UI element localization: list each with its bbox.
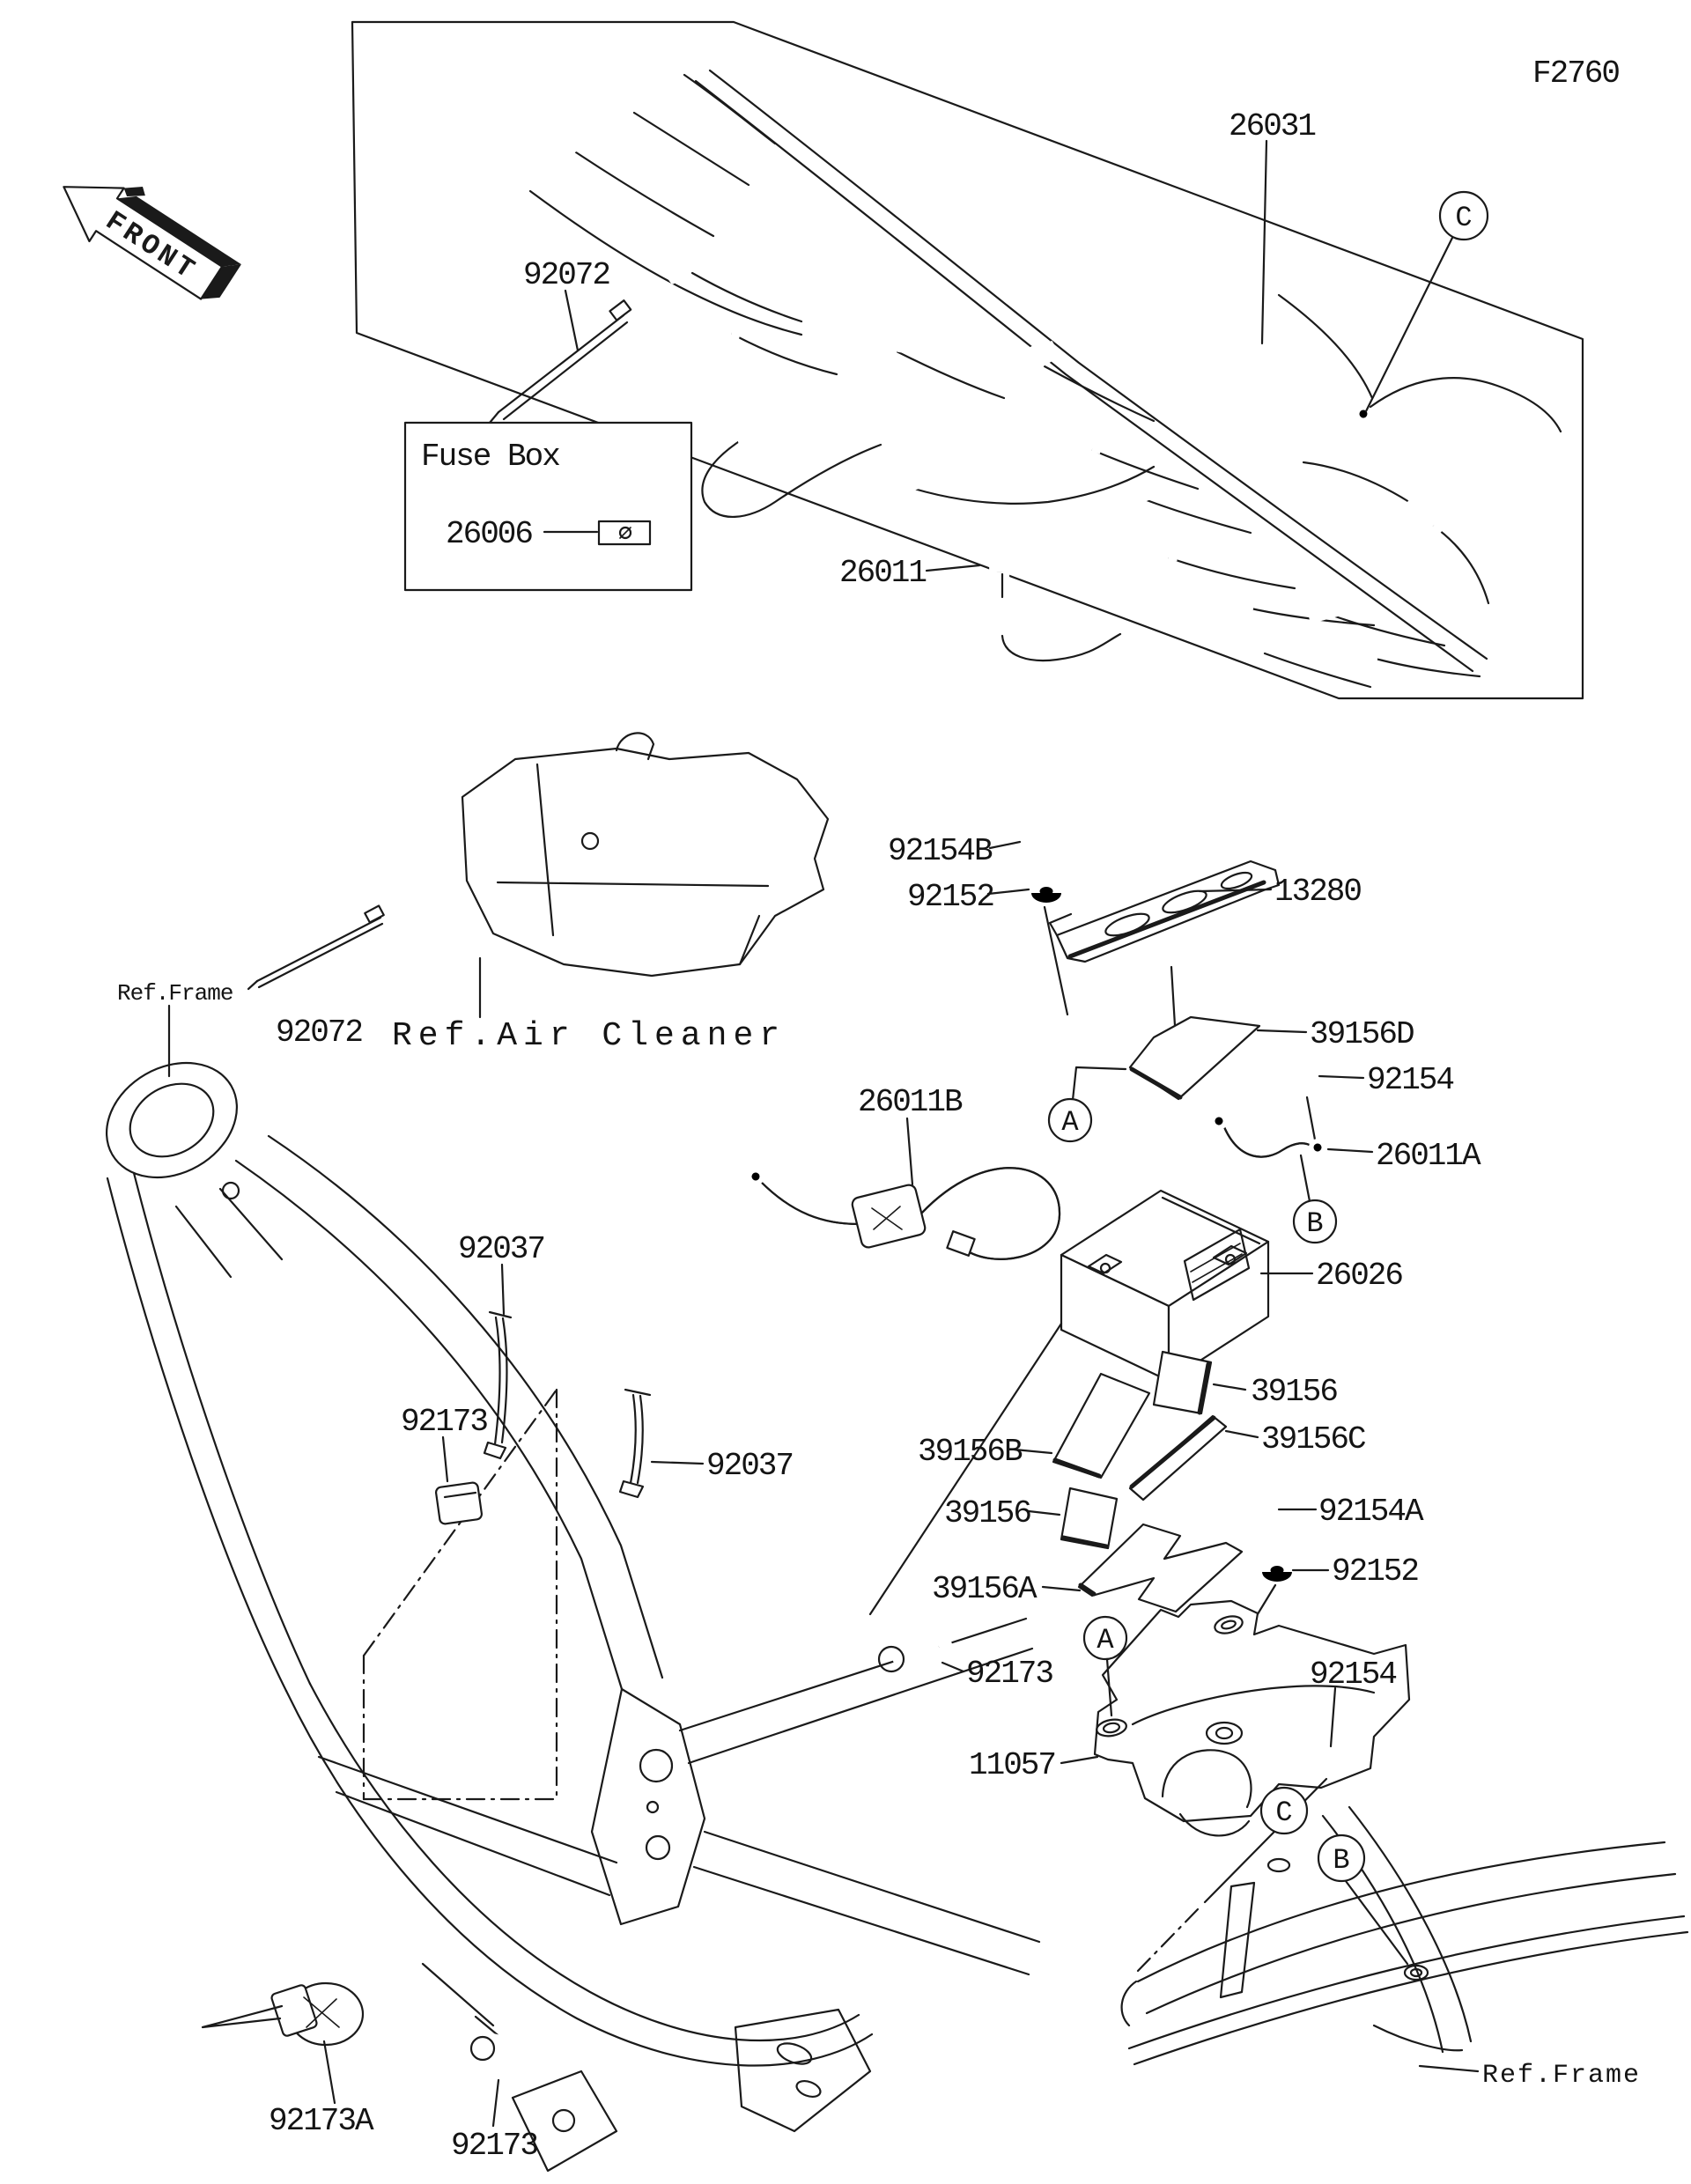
bolt-terminal-art bbox=[1291, 1052, 1316, 1092]
part-label-92072-air: 92072 bbox=[276, 1015, 362, 1051]
front-arrow: FRONT bbox=[63, 186, 241, 300]
cable-tie-top-art bbox=[488, 299, 632, 424]
marker-c-top: C bbox=[1438, 190, 1489, 241]
marker-a-case-label: A bbox=[1097, 1624, 1114, 1656]
bolt-frame-art bbox=[1136, 1686, 1359, 1973]
part-label-92173-bottom: 92173 bbox=[451, 2128, 537, 2164]
part-label-92154b: 92154B bbox=[888, 833, 993, 869]
wiring-harness-art bbox=[498, 43, 1562, 689]
pad-left-art bbox=[1060, 1487, 1119, 1550]
part-label-26011a: 26011A bbox=[1376, 1138, 1481, 1174]
fuse-box-title: Fuse Box bbox=[421, 439, 559, 475]
part-label-92152-top: 92152 bbox=[907, 879, 993, 915]
leader-lines bbox=[167, 139, 1480, 2128]
part-label-26026: 26026 bbox=[1316, 1258, 1402, 1294]
fuse-box: Fuse Box 26006 bbox=[403, 421, 693, 592]
ref-label-frame-bottom: Ref.Frame bbox=[1482, 2061, 1641, 2091]
air-cleaner-art bbox=[461, 732, 830, 978]
frame-bottom-art bbox=[1120, 1805, 1689, 2066]
part-label-92037-1: 92037 bbox=[458, 1231, 544, 1267]
cable-tie-air-cleaner-art bbox=[247, 904, 385, 991]
frame-art bbox=[105, 1061, 1041, 2173]
battery-cable-a-art bbox=[1207, 1109, 1329, 1159]
part-label-92152-bottom: 92152 bbox=[1332, 1553, 1418, 1590]
part-label-39156-right: 39156 bbox=[1251, 1374, 1337, 1410]
battery-case-art bbox=[1093, 1599, 1411, 1837]
bolt-terminal-line bbox=[1305, 1096, 1317, 1141]
marker-c-top-label: C bbox=[1455, 202, 1472, 234]
ref-label-frame-top: Ref.Frame bbox=[117, 980, 233, 1007]
grommet-a-art bbox=[201, 1981, 365, 2047]
part-label-39156b: 39156B bbox=[918, 1434, 1023, 1470]
bolt-case-art bbox=[1252, 1497, 1278, 1538]
pad-d-art bbox=[1128, 1015, 1261, 1101]
marker-a-battery-label: A bbox=[1061, 1106, 1079, 1139]
part-label-39156d: 39156D bbox=[1310, 1016, 1414, 1052]
part-label-39156a: 39156A bbox=[932, 1571, 1037, 1607]
bolt-92154b-art bbox=[1019, 822, 1045, 865]
marker-c-bottom-label: C bbox=[1275, 1797, 1292, 1829]
grommet-92152-top-art bbox=[1031, 882, 1061, 903]
part-label-26006: 26006 bbox=[446, 516, 532, 552]
ref-label-air-cleaner: Ref.Air Cleaner bbox=[392, 1017, 786, 1055]
grommet-projection-line bbox=[1043, 905, 1069, 1016]
part-label-92154-bottom: 92154 bbox=[1310, 1656, 1396, 1693]
battery-art bbox=[868, 1189, 1270, 1616]
part-label-26031: 26031 bbox=[1229, 108, 1315, 144]
drawing-code: F2760 bbox=[1532, 55, 1619, 92]
pad-b-art bbox=[1052, 1372, 1151, 1479]
battery-cable-b-art bbox=[743, 1164, 1061, 1260]
marker-b-bottom-label: B bbox=[1333, 1844, 1349, 1877]
part-label-92173a: 92173A bbox=[269, 2103, 374, 2139]
marker-b-cable-label: B bbox=[1306, 1207, 1323, 1240]
part-label-92037-2: 92037 bbox=[706, 1448, 793, 1484]
part-label-92072-top: 92072 bbox=[523, 257, 609, 293]
harness-enclosure bbox=[351, 20, 1584, 700]
marker-b-bottom: B bbox=[1317, 1834, 1366, 1883]
marker-a-case: A bbox=[1082, 1615, 1128, 1661]
part-label-39156-left: 39156 bbox=[944, 1495, 1030, 1531]
marker-a-battery: A bbox=[1047, 1097, 1093, 1143]
part-label-92154a: 92154A bbox=[1318, 1494, 1424, 1530]
band-2-art bbox=[618, 1388, 652, 1499]
pad-a-art bbox=[1077, 1523, 1244, 1613]
band-1-art bbox=[483, 1310, 513, 1460]
grommet-frame-art bbox=[877, 1627, 957, 1678]
grommet-bottom-art bbox=[469, 2033, 550, 2078]
marker-b-cable: B bbox=[1292, 1199, 1338, 1244]
pad-c-art bbox=[1128, 1414, 1228, 1502]
grommet-case-art bbox=[1262, 1561, 1292, 1582]
part-label-26011: 26011 bbox=[839, 555, 926, 591]
part-label-92173-mid: 92173 bbox=[401, 1404, 487, 1440]
part-label-26011b: 26011B bbox=[858, 1084, 963, 1120]
part-label-39156c: 39156C bbox=[1261, 1421, 1366, 1457]
grommet-mid-art bbox=[434, 1481, 484, 1525]
part-label-13280: 13280 bbox=[1274, 874, 1361, 910]
relay-26011-art bbox=[989, 534, 1122, 662]
marker-c-bottom: C bbox=[1259, 1786, 1309, 1835]
part-label-92173-frame: 92173 bbox=[966, 1656, 1052, 1692]
part-label-92154-mid: 92154 bbox=[1367, 1062, 1453, 1098]
part-label-11057: 11057 bbox=[969, 1747, 1055, 1783]
battery-bracket-art bbox=[1048, 860, 1281, 963]
pad-right-art bbox=[1152, 1350, 1213, 1415]
